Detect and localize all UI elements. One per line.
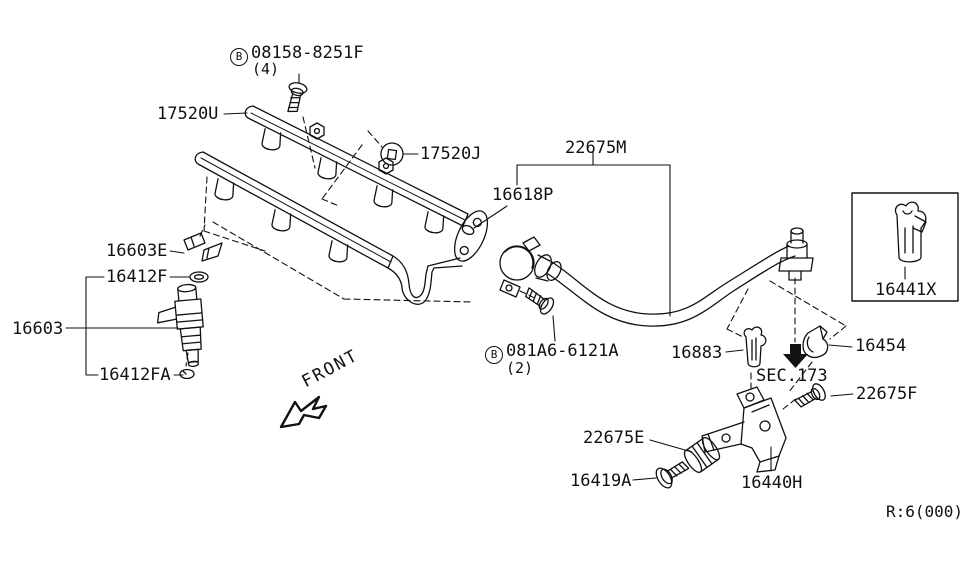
- bolt-16419a-drawing: [655, 461, 690, 489]
- callout-16618p: 16618P: [492, 185, 554, 205]
- callout-16440h: 16440H: [741, 473, 803, 493]
- fuel-hose-drawing: [547, 227, 814, 327]
- callout-22675e: 22675E: [583, 428, 645, 448]
- callout-17520u: 17520U: [157, 104, 219, 124]
- clip-16883-drawing: [743, 326, 767, 368]
- callout-22675m: 22675M: [565, 138, 627, 158]
- bolt-081a6-drawing: [525, 287, 555, 315]
- bolt-08158-drawing: [287, 82, 308, 113]
- callout-17520j: 17520J: [420, 144, 482, 164]
- circled-b-icon: B: [485, 345, 503, 364]
- injector-clip-drawing: [183, 232, 223, 262]
- callout-16603e: 16603E: [106, 241, 168, 261]
- grommet-drawing: [380, 142, 404, 166]
- injector-drawing: [157, 283, 204, 368]
- callout-16419a: 16419A: [570, 471, 632, 491]
- bracket-16440h-drawing: [701, 386, 787, 473]
- callout-16412fa: 16412FA: [99, 365, 171, 385]
- callout-16441x: 16441X: [875, 280, 937, 300]
- callout-16412f: 16412F: [106, 267, 168, 287]
- sec173-ref: SEC.173: [756, 366, 828, 386]
- circled-b-icon: B: [230, 47, 248, 66]
- callout-16883: 16883: [671, 343, 723, 363]
- figure-ref-code: R:6(000): [886, 502, 964, 521]
- rail-flange-drawing: [453, 210, 489, 262]
- injector-seal-drawing: [179, 368, 195, 380]
- injector-oring-drawing: [189, 271, 209, 283]
- bolt-22675f-drawing: [794, 383, 826, 408]
- fuel-damper-drawing: [499, 236, 562, 298]
- oring-16618p-drawing: [461, 224, 475, 236]
- fuel-rail-upper-drawing: [244, 105, 469, 234]
- fuel-rail-lower-drawing: [194, 151, 463, 305]
- callout-16603: 16603: [12, 319, 64, 339]
- clamp-16454-drawing: [802, 325, 829, 359]
- callout-22675f: 22675F: [856, 384, 918, 404]
- inset-box-16441x: [851, 192, 959, 302]
- front-arrow-icon: [279, 395, 328, 429]
- callout-08158-qty: (4): [252, 60, 280, 78]
- dashed-lines: [185, 116, 847, 410]
- leader-lines: [65, 73, 906, 481]
- sec173-arrow-icon: [783, 344, 808, 368]
- callout-081a6-qty: (2): [506, 359, 534, 377]
- callout-16454: 16454: [855, 336, 907, 356]
